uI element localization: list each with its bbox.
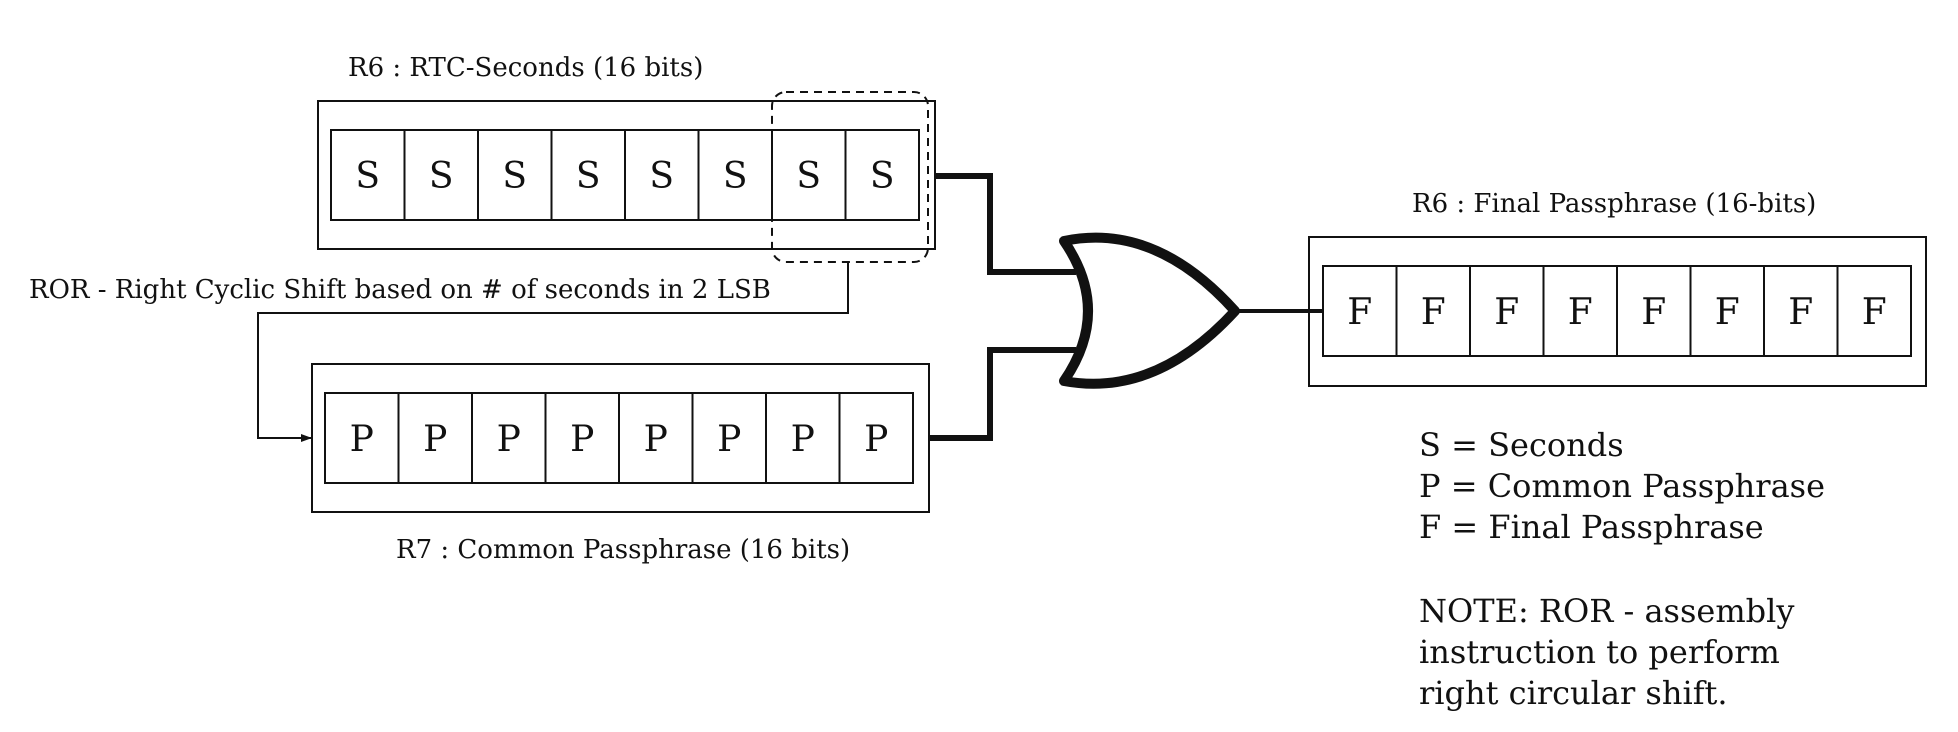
r6-seconds-cell-label: S bbox=[870, 156, 895, 197]
r7-common-label: R7 : Common Passphrase (16 bits) bbox=[396, 535, 850, 565]
wire-r7-to-gate bbox=[929, 347, 1076, 441]
r7-common-cell bbox=[838, 392, 914, 484]
r6-final-cell-label: F bbox=[1862, 292, 1887, 333]
legend: S = Seconds P = Common Passphrase F = Fi… bbox=[1419, 426, 1825, 546]
r6-final-label: R6 : Final Passphrase (16-bits) bbox=[1412, 189, 1816, 219]
note: NOTE: ROR - assembly instruction to perf… bbox=[1419, 592, 1794, 712]
or-gate bbox=[1059, 232, 1240, 389]
r6-seconds-cell-label: S bbox=[502, 156, 527, 197]
r6-seconds-cell-label: S bbox=[355, 156, 380, 197]
r6-final-cell-label: F bbox=[1568, 292, 1593, 333]
r6-final-cell-label: F bbox=[1421, 292, 1446, 333]
r7-common-cell-label: P bbox=[570, 419, 594, 460]
lsb-selection-box bbox=[771, 91, 929, 263]
r6-seconds-cell bbox=[844, 129, 920, 221]
note-line-3: right circular shift. bbox=[1419, 674, 1728, 712]
r7-common-cell-label: P bbox=[350, 419, 374, 460]
ror-label: ROR - Right Cyclic Shift based on # of s… bbox=[29, 275, 771, 305]
r7-common-cell-label: P bbox=[423, 419, 447, 460]
r7-common-cell-label: P bbox=[791, 419, 815, 460]
r6-final-cell-label: F bbox=[1788, 292, 1813, 333]
r6-seconds-cell-label: S bbox=[576, 156, 601, 197]
legend-common-passphrase: P = Common Passphrase bbox=[1419, 467, 1825, 505]
r6-final-cell-label: F bbox=[1715, 292, 1740, 333]
r6-final-cell-label: F bbox=[1347, 292, 1372, 333]
r6-seconds-cell-label: S bbox=[723, 156, 748, 197]
r6-seconds-label: R6 : RTC-Seconds (16 bits) bbox=[348, 53, 703, 83]
r7-common-cell-label: P bbox=[717, 419, 741, 460]
r6-seconds-cell-label: S bbox=[429, 156, 454, 197]
r6-final-cell-label: F bbox=[1641, 292, 1666, 333]
r6-final-cell-label: F bbox=[1494, 292, 1519, 333]
wire-r6-to-gate bbox=[935, 173, 1076, 275]
legend-final-passphrase: F = Final Passphrase bbox=[1419, 508, 1764, 546]
note-line-1: NOTE: ROR - assembly bbox=[1419, 592, 1794, 630]
r6-seconds-cell-label: S bbox=[796, 156, 821, 197]
note-line-2: instruction to perform bbox=[1419, 633, 1780, 671]
r7-common-cell-label: P bbox=[497, 419, 521, 460]
r7-common-cell-label: P bbox=[644, 419, 668, 460]
r7-common-cell-label: P bbox=[864, 419, 888, 460]
r6-seconds-cell-label: S bbox=[649, 156, 674, 197]
r6-final-cell bbox=[1836, 265, 1912, 357]
ror-shift-arrow bbox=[257, 262, 849, 442]
legend-seconds: S = Seconds bbox=[1419, 426, 1624, 464]
